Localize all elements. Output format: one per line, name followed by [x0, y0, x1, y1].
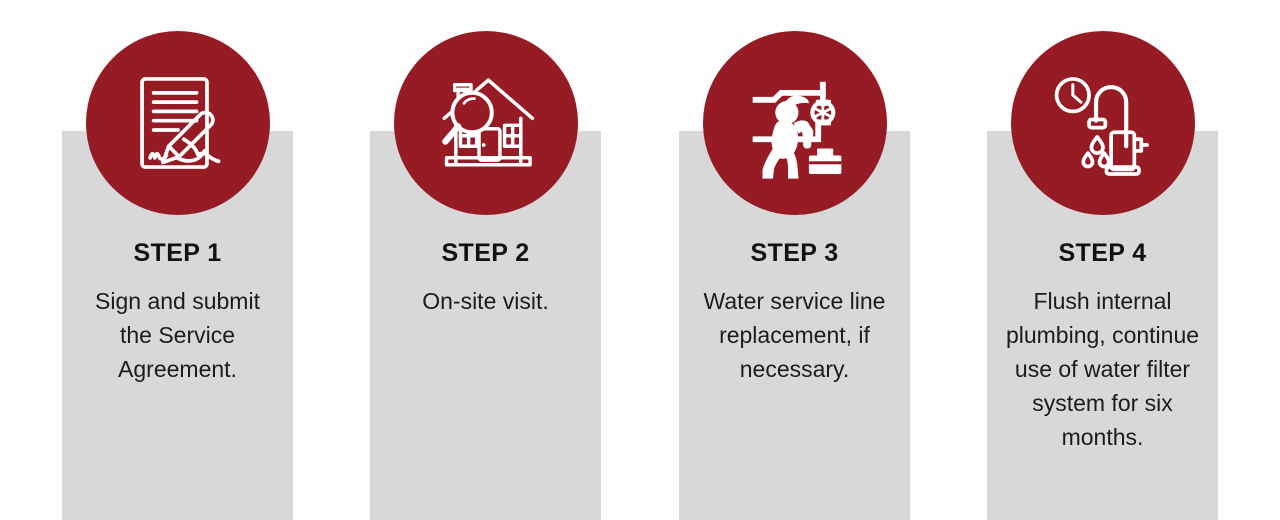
step-body-3: Water service line replacement, if neces…: [703, 288, 886, 382]
step-column-4: STEP 4 Flush internal plumbing, continue…: [987, 0, 1218, 520]
step-heading-1: STEP 1: [133, 239, 222, 267]
step-text-2: STEP 2 On-site visit.: [370, 238, 601, 318]
step-body-2: On-site visit.: [422, 288, 549, 314]
step-text-4: STEP 4 Flush internal plumbing, continue…: [987, 238, 1218, 454]
step-column-1: STEP 1 Sign and submit the Service Agree…: [62, 0, 293, 520]
step-heading-4: STEP 4: [1058, 239, 1147, 267]
step-heading-2: STEP 2: [441, 239, 530, 267]
step-column-2: STEP 2 On-site visit.: [370, 0, 601, 520]
house-inspection-icon: [428, 65, 544, 181]
step-badge-1: [85, 31, 270, 215]
document-signing-icon: [120, 65, 236, 181]
step-badge-3: [702, 31, 887, 215]
faucet-filter-clock-icon: [1045, 65, 1161, 181]
step-badge-2: [393, 31, 578, 215]
step-badge-4: [1010, 31, 1195, 215]
step-text-3: STEP 3 Water service line replacement, i…: [679, 238, 910, 386]
step-heading-3: STEP 3: [750, 239, 839, 267]
plumber-pipe-repair-icon: [737, 65, 853, 181]
step-body-1: Sign and submit the Service Agreement.: [95, 288, 260, 382]
step-text-1: STEP 1 Sign and submit the Service Agree…: [62, 238, 293, 386]
step-body-4: Flush internal plumbing, continue use of…: [1005, 288, 1200, 450]
step-column-3: STEP 3 Water service line replacement, i…: [679, 0, 910, 520]
